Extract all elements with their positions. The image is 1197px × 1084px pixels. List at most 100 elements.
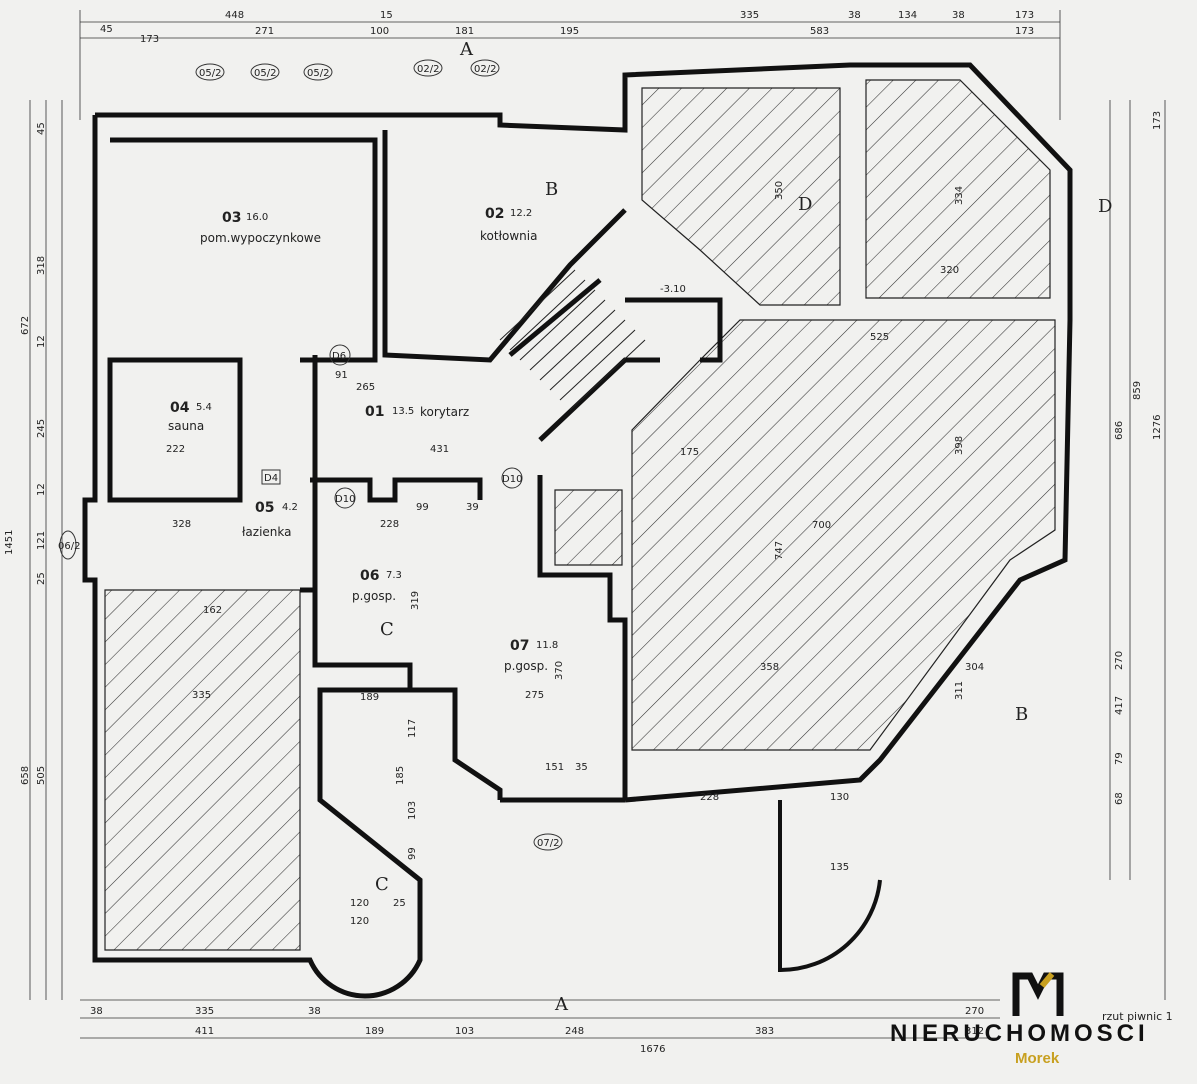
- svg-text:319: 319: [410, 591, 421, 610]
- svg-text:151: 151: [545, 762, 564, 773]
- svg-text:04: 04: [170, 400, 190, 416]
- dimension-lines-bottom: [80, 999, 1000, 1039]
- svg-text:271: 271: [255, 26, 274, 37]
- svg-text:91: 91: [335, 370, 348, 381]
- svg-text:79: 79: [1114, 752, 1125, 765]
- svg-text:45: 45: [36, 122, 47, 135]
- sheet-label: rzut piwnic 1: [1102, 1010, 1173, 1023]
- svg-text:p.gosp.: p.gosp.: [352, 589, 396, 603]
- svg-text:35: 35: [575, 762, 588, 773]
- hatch-area-d-right: [865, 79, 1051, 299]
- svg-text:99: 99: [416, 502, 429, 513]
- section-c-bottom: C: [375, 874, 389, 895]
- svg-text:D10: D10: [502, 474, 522, 485]
- dimension-labels-interior: 350 334 320 525 398 175 700 747 358 304 …: [166, 181, 984, 927]
- svg-text:370: 370: [554, 661, 565, 680]
- room-01: 01 13.5 korytarz: [365, 404, 469, 420]
- section-markers: A A B B C C D D: [375, 39, 1112, 1015]
- svg-text:228: 228: [700, 792, 719, 803]
- svg-text:D6: D6: [332, 351, 346, 362]
- svg-text:13.5: 13.5: [392, 406, 414, 417]
- svg-text:12: 12: [36, 483, 47, 496]
- svg-text:45: 45: [100, 24, 113, 35]
- svg-text:68: 68: [1114, 792, 1125, 805]
- svg-text:38: 38: [848, 10, 861, 21]
- hatch-area-main: [631, 319, 1056, 751]
- dimension-labels-left: 45 318 672 12 245 12 121 25 1451 505 658: [4, 122, 47, 785]
- svg-text:4.2: 4.2: [282, 502, 298, 513]
- svg-text:185: 185: [395, 766, 406, 785]
- svg-text:431: 431: [430, 444, 449, 455]
- svg-text:121: 121: [36, 531, 47, 550]
- svg-text:02/2: 02/2: [417, 64, 439, 75]
- section-b-right: B: [1015, 704, 1028, 725]
- dimension-lines-top: [79, 10, 1061, 120]
- svg-text:01: 01: [365, 404, 384, 420]
- svg-text:304: 304: [965, 662, 984, 673]
- svg-text:265: 265: [356, 382, 375, 393]
- room-02: 02 12.2 kotłownia: [480, 206, 537, 243]
- hatch-area-left: [104, 589, 301, 951]
- svg-text:189: 189: [360, 692, 379, 703]
- hatch-area-d-left: [641, 87, 841, 306]
- section-a-bottom: A: [554, 994, 569, 1015]
- door-tag: D10: [501, 467, 523, 489]
- svg-text:228: 228: [380, 519, 399, 530]
- room-labels: 03 16.0 pom.wypoczynkowe 02 12.2 kotłown…: [168, 206, 558, 673]
- svg-text:134: 134: [898, 10, 917, 21]
- svg-text:03: 03: [222, 210, 241, 226]
- window-tag: 07/2: [533, 833, 563, 851]
- svg-text:15: 15: [380, 10, 393, 21]
- svg-text:398: 398: [954, 436, 965, 455]
- svg-text:1276: 1276: [1152, 415, 1163, 440]
- svg-text:25: 25: [36, 572, 47, 585]
- svg-text:05/2: 05/2: [307, 68, 329, 79]
- svg-text:312: 312: [965, 1026, 984, 1037]
- section-c-mid: C: [380, 619, 394, 640]
- svg-text:103: 103: [407, 801, 418, 820]
- section-d-right: D: [1098, 196, 1112, 217]
- svg-text:korytarz: korytarz: [420, 405, 469, 419]
- svg-text:38: 38: [952, 10, 965, 21]
- svg-text:06/2: 06/2: [58, 541, 80, 552]
- svg-text:38: 38: [308, 1006, 321, 1017]
- svg-text:175: 175: [680, 447, 699, 458]
- svg-text:5.4: 5.4: [196, 402, 212, 413]
- svg-text:kotłownia: kotłownia: [480, 229, 537, 243]
- branding-sub: Morek: [1015, 1050, 1060, 1067]
- svg-text:335: 335: [740, 10, 759, 21]
- window-tag: 02/2: [470, 59, 500, 77]
- svg-text:334: 334: [954, 186, 965, 205]
- svg-text:1451: 1451: [4, 530, 15, 555]
- stairs: [499, 269, 646, 411]
- room-05: 05 4.2 łazienka: [242, 500, 298, 539]
- curved-wall: [778, 800, 882, 973]
- svg-text:525: 525: [870, 332, 889, 343]
- door-tags: D6 D4 D10 D10: [261, 344, 523, 509]
- svg-text:417: 417: [1114, 696, 1125, 715]
- svg-text:505: 505: [36, 766, 47, 785]
- svg-text:270: 270: [965, 1006, 984, 1017]
- svg-text:7.3: 7.3: [386, 570, 402, 581]
- branding-name: NIERUCHOMOSCI: [890, 1020, 1149, 1047]
- svg-text:195: 195: [560, 26, 579, 37]
- svg-text:135: 135: [830, 862, 849, 873]
- svg-text:100: 100: [370, 26, 389, 37]
- svg-text:07/2: 07/2: [537, 838, 559, 849]
- section-a-top: A: [459, 39, 474, 60]
- svg-text:383: 383: [755, 1026, 774, 1037]
- svg-text:672: 672: [20, 316, 31, 335]
- svg-text:162: 162: [203, 605, 222, 616]
- svg-text:173: 173: [140, 34, 159, 45]
- svg-text:D10: D10: [335, 494, 355, 505]
- svg-text:222: 222: [166, 444, 185, 455]
- svg-text:700: 700: [812, 520, 831, 531]
- svg-text:103: 103: [455, 1026, 474, 1037]
- dimension-lines-right: [1109, 100, 1166, 1000]
- svg-text:448: 448: [225, 10, 244, 21]
- svg-text:658: 658: [20, 766, 31, 785]
- svg-text:05/2: 05/2: [199, 68, 221, 79]
- svg-text:686: 686: [1114, 421, 1125, 440]
